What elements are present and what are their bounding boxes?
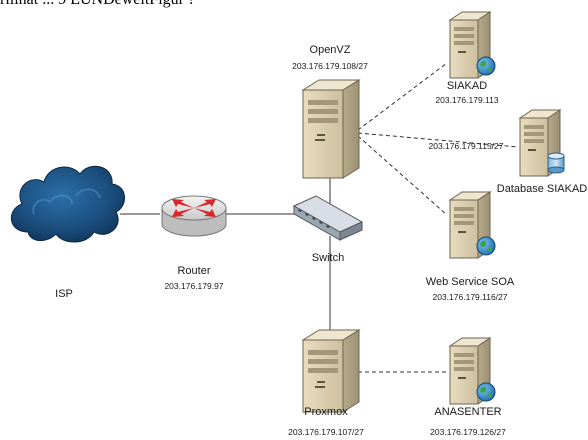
switch-icon	[292, 195, 364, 241]
server-icon-webservice	[448, 191, 496, 259]
switch-label: Switch	[311, 252, 345, 264]
isp-label: ISP	[55, 288, 73, 300]
database-ip: 203.176.179.115/27	[428, 141, 504, 151]
server-icon-siakad	[448, 11, 496, 79]
globe-icon	[476, 236, 496, 256]
database-label: Database SIAKAD	[496, 183, 588, 195]
webservice-label: Web Service SOA	[425, 276, 515, 288]
webservice-ip: 203.176.179.116/27	[432, 292, 508, 302]
connections	[120, 160, 331, 336]
router-label: Router	[177, 265, 211, 277]
link-openvz-siakad	[357, 62, 448, 131]
server-icon-proxmox	[301, 329, 361, 413]
anasenter-label: ANASENTER	[434, 406, 502, 418]
openvz-label: OpenVZ	[309, 44, 351, 56]
link-openvz-webservice	[357, 135, 448, 216]
link-openvz-database	[357, 132, 519, 148]
database-icon	[547, 152, 565, 174]
server-icon-openvz	[301, 79, 361, 179]
server-icon-database	[518, 109, 565, 177]
figure-caption: rilihat ... 9 EUNDeweitFigur ?	[0, 0, 195, 9]
router-ip: 203.176.179.97	[164, 281, 224, 291]
proxmox-ip: 203.176.179.107/27	[288, 427, 364, 437]
cloud-icon	[11, 165, 125, 243]
router-icon	[161, 195, 227, 237]
server-icon-anasenter	[448, 337, 496, 405]
openvz-ip: 203.176.179.108/27	[292, 61, 368, 71]
anasenter-ip: 203.176.179.126/27	[430, 427, 506, 437]
virtual-links	[357, 62, 519, 373]
proxmox-label: Proxmox	[304, 406, 348, 418]
siakad-label: SIAKAD	[446, 80, 488, 92]
globe-icon	[476, 56, 496, 76]
siakad-ip: 203.176.179.113	[435, 95, 499, 105]
globe-icon	[476, 382, 496, 402]
